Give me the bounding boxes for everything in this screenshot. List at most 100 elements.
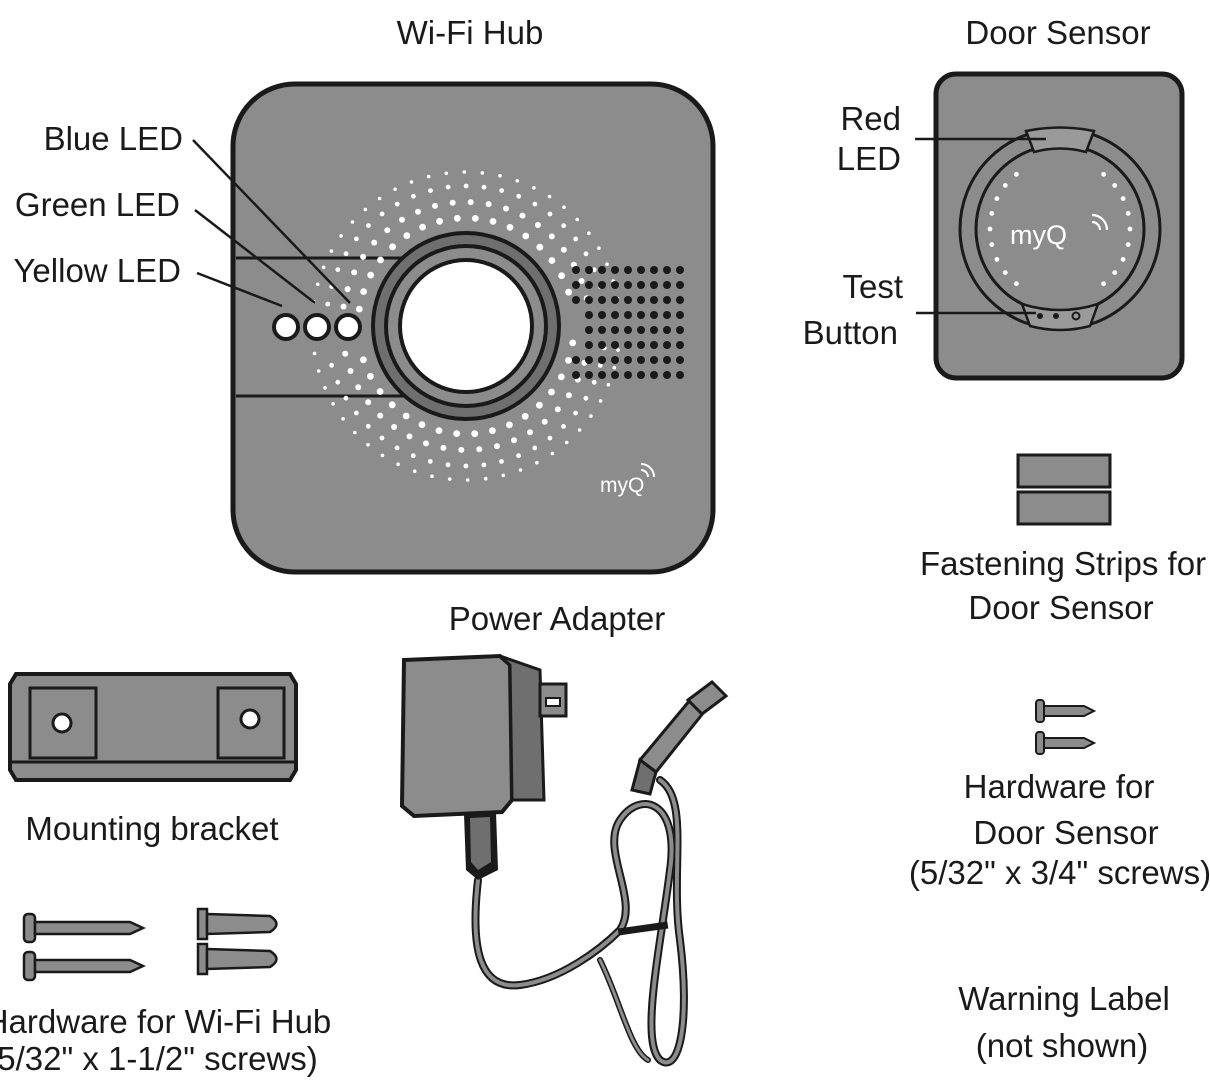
hub-dot (522, 232, 530, 240)
hub-dot (605, 262, 609, 267)
mounting-bracket-label: Mounting bracket (25, 810, 278, 847)
hub-dot (379, 435, 385, 441)
hub-dot (365, 399, 372, 406)
grille-dot (624, 326, 632, 334)
hub-dot (511, 437, 517, 444)
hub-dot (365, 423, 371, 429)
warning-label: Warning Label (not shown) (958, 980, 1170, 1064)
grille-dot (611, 356, 619, 364)
sensor-dot (1120, 196, 1126, 202)
grille-dot (676, 281, 684, 289)
hub-dot (366, 223, 371, 229)
hub-dot (481, 462, 487, 468)
hub-dot (575, 217, 579, 222)
grille-dot (572, 356, 580, 364)
hub-dot (432, 202, 438, 209)
power-adapter: Power Adapter (399, 600, 729, 1067)
hub-dot (561, 424, 566, 429)
hub-dot (412, 469, 417, 474)
yellow-led-label: Yellow LED (13, 252, 181, 289)
grille-dot (663, 371, 671, 379)
hub-dot (343, 395, 349, 401)
hub-dot (436, 217, 443, 225)
grille-dot (676, 296, 684, 304)
hub-dot (547, 435, 553, 441)
hub-dot (406, 433, 413, 440)
blue-led (334, 313, 362, 341)
hub-dot (532, 201, 538, 207)
hub-dot (445, 184, 451, 190)
grille-dot (572, 371, 580, 379)
sensor-dot (1101, 281, 1106, 287)
hub-dot-ring (312, 170, 620, 482)
hub-dot (463, 183, 469, 189)
test-button-label-line2: Button (803, 314, 898, 351)
hub-dot (494, 443, 500, 450)
sensor-dot (1125, 242, 1131, 248)
grille-dot (663, 341, 671, 349)
sensor-dot (994, 196, 1000, 202)
hub-dot (499, 459, 504, 464)
red-led-label-line1: Red (840, 100, 901, 137)
sensor-dot (1125, 211, 1131, 216)
hub-dot (379, 211, 385, 217)
fastening-strips-label-line2: Door Sensor (968, 589, 1153, 626)
hub-dot (589, 414, 593, 418)
hub-dot (536, 401, 543, 409)
hub-dot (329, 362, 334, 368)
hub-dot (548, 388, 555, 396)
grille-dot (676, 266, 684, 274)
grille-dot (676, 311, 684, 319)
grille-dot (598, 371, 606, 379)
hub-dot (471, 430, 479, 438)
grille-dot (572, 296, 580, 304)
hub-dot (335, 379, 341, 385)
grille-dot (598, 326, 606, 334)
hub-dot (423, 440, 429, 447)
door-sensor: Door Sensor myQ Red LED Test Button (803, 14, 1185, 381)
grille-dot (611, 326, 619, 334)
hub-dot (426, 174, 431, 179)
hub-dot (534, 222, 541, 228)
hub-dot (343, 251, 349, 257)
hub-dot (503, 205, 509, 212)
hub-dot (564, 440, 569, 445)
sensor-dot (1112, 270, 1118, 275)
hub-dot (363, 207, 368, 212)
hub-dot (565, 288, 572, 296)
hub-dot (462, 170, 467, 174)
hub-dot (376, 388, 384, 395)
hub-dot (591, 267, 597, 273)
grille-dot (676, 371, 684, 379)
hub-dot (458, 446, 465, 453)
sensor-hardware: Hardware for Door Sensor (5/32" x 3/4" s… (909, 699, 1210, 891)
barrel-plug (630, 680, 729, 796)
grille-dot (663, 311, 671, 319)
hub-dot (360, 288, 367, 295)
hub-dot (384, 227, 391, 234)
hub-dot (587, 231, 591, 235)
hub-dot (403, 232, 411, 240)
hub-dot (347, 368, 354, 374)
hub-dot (499, 188, 505, 194)
grille-dot (637, 326, 645, 334)
hub-dot (560, 246, 567, 253)
hub-dot (485, 201, 492, 208)
grille-dot (598, 356, 606, 364)
hub-dot (339, 234, 343, 238)
hub-dot (550, 451, 555, 456)
hub-dot (342, 350, 349, 357)
red-led-window (1024, 126, 1096, 154)
hub-dot (527, 429, 533, 436)
yellow-led (272, 313, 300, 341)
hub-dot (573, 236, 579, 242)
adapter-prong (538, 682, 568, 718)
hub-dot (366, 443, 370, 447)
grille-dot (624, 281, 632, 289)
hub-dot (521, 412, 529, 420)
hub-dot (355, 305, 363, 313)
sensor-hardware-label-line3: (5/32" x 3/4" screws) (909, 854, 1210, 891)
yellow-led-leader (196, 271, 283, 308)
sensor-dot (987, 226, 993, 232)
